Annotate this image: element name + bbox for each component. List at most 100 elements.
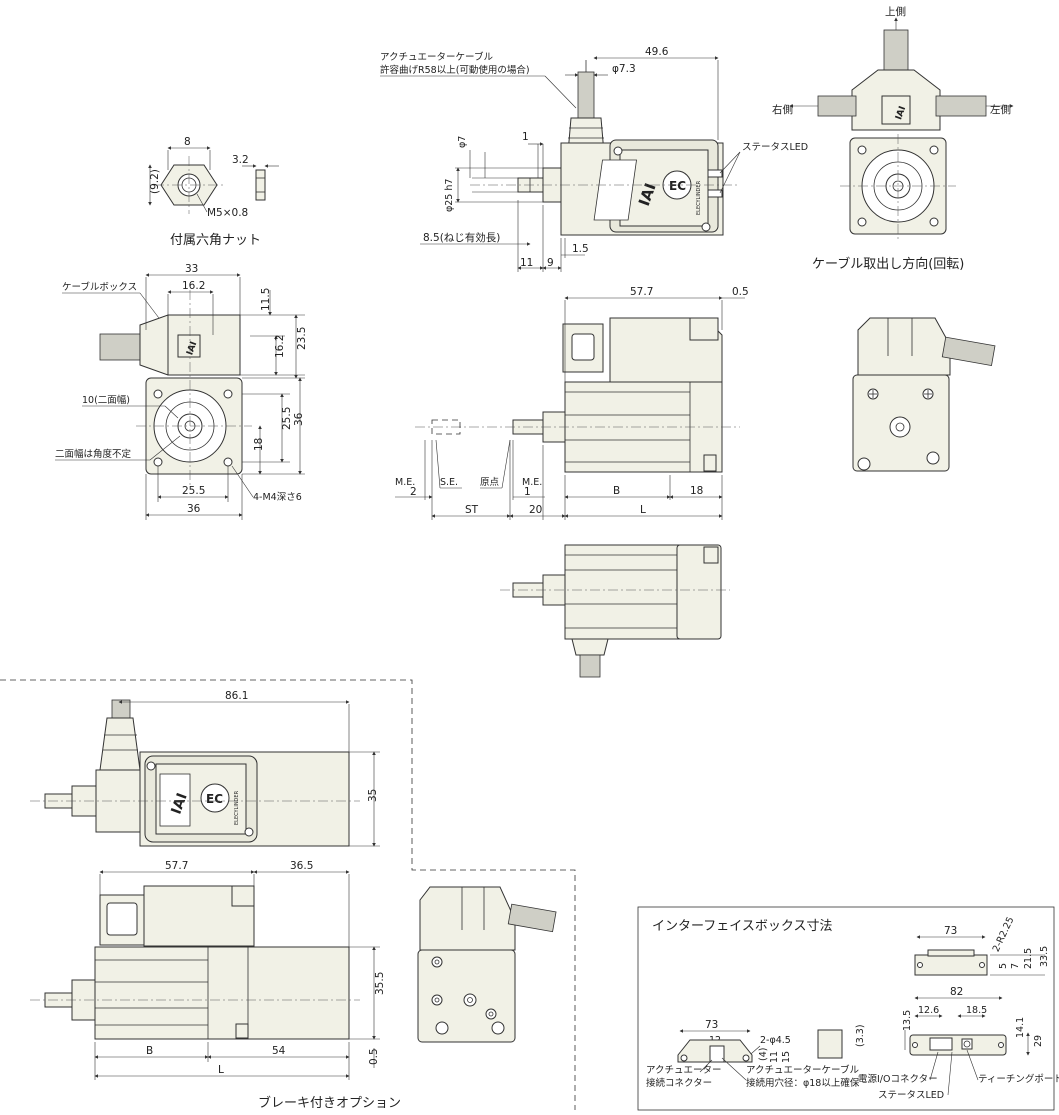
cable-direction-view: 上側 右側 左側 IAI ケーブル取出し方向(回転): [772, 5, 1014, 272]
bottom-side-view: [500, 544, 730, 678]
dim-ib-2r: 2-R2.25: [991, 915, 1017, 953]
dim-nut-width: 8: [184, 136, 191, 148]
label-up: 上側: [885, 5, 906, 18]
dim-ib-15: 15: [781, 1051, 792, 1063]
hex-nut-view: 8 (9.2) 3.2 M5×0.8 付属六角ナット: [148, 136, 279, 248]
callout-ib-connector2: 接続コネクター: [646, 1077, 712, 1089]
logo-iai-front: IAI: [185, 340, 199, 356]
dim-b: B: [613, 485, 620, 497]
dim-ib-141: 14.1: [1015, 1017, 1026, 1038]
main-side-view: 57.7 0.5 M.E. 2 S.E. 原点 M.E. 1 ST 20 B 1…: [395, 286, 749, 520]
dim-162: 16.2: [182, 280, 205, 292]
dim-235: 23.5: [296, 327, 308, 350]
label-me-left: M.E.: [395, 477, 415, 488]
dim-l: L: [640, 504, 646, 516]
label-se: S.E.: [440, 477, 458, 488]
dim-33: 33: [185, 263, 198, 275]
dim-11: 11: [520, 257, 533, 269]
dim-brake-05: 0.5: [368, 1048, 380, 1065]
dim-ib-7: 7: [1010, 963, 1021, 969]
dim-115: 11.5: [260, 288, 272, 311]
dim-brake-355: 35.5: [374, 972, 386, 995]
dim-ib-11: 11: [769, 1051, 780, 1063]
dim-1-top: 1: [522, 131, 529, 143]
callout-bend-radius: 許容曲げR58以上(可動使用の場合): [380, 64, 530, 76]
end-view: [852, 317, 996, 472]
dim-ib-33: (3.3): [855, 1024, 866, 1047]
cable-direction-title: ケーブル取出し方向(回転): [812, 256, 964, 272]
label-right: 右側: [772, 103, 793, 116]
logo-iai-brake: IAI: [168, 791, 190, 816]
dim-ib-135: 13.5: [902, 1010, 913, 1031]
logo-elecylinder-brake: ELECYLINDER: [234, 790, 240, 825]
dim-ib-4: (4): [758, 1048, 769, 1061]
dim-18v: 18: [253, 438, 265, 451]
dim-ib-335: 33.5: [1039, 946, 1050, 967]
interface-box-title: インターフェイスボックス寸法: [652, 919, 832, 934]
hex-nut-title: 付属六角ナット: [170, 233, 261, 248]
callout-ib-led: ステータスLED: [878, 1090, 944, 1101]
dim-255: 25.5: [182, 485, 205, 497]
dim-phi73: φ7.3: [612, 63, 636, 75]
logo-ec: EC: [669, 179, 686, 193]
dim-ib-73: 73: [705, 1019, 718, 1031]
dim-st: ST: [465, 504, 479, 516]
dim-18: 18: [690, 485, 703, 497]
dim-me-2: 2: [410, 486, 417, 498]
dim-15: 1.5: [572, 243, 589, 255]
dim-9: 9: [547, 257, 554, 269]
top-side-view: アクチュエーターケーブル 許容曲げR58以上(可動使用の場合) IAI EC E…: [380, 46, 808, 272]
brake-option-title: ブレーキ付きオプション: [258, 1095, 401, 1111]
dim-brake-b: B: [146, 1045, 153, 1057]
dim-brake-365: 36.5: [290, 860, 313, 872]
callout-status-led: ステータスLED: [742, 142, 808, 153]
dim-ib-82: 82: [950, 986, 963, 998]
nut-thread-label: M5×0.8: [207, 207, 248, 219]
callout-tapped-holes: 4-M4深さ6: [253, 492, 302, 503]
callout-ib-cable: アクチュエーターケーブル: [746, 1064, 859, 1076]
dim-ib-215: 21.5: [1023, 948, 1034, 969]
callout-flat-angle: 二面幅は角度不定: [55, 448, 132, 460]
dim-162v: 16.2: [274, 335, 286, 358]
interface-box: インターフェイスボックス寸法 73 2-R2.25 5 7 21.5 33.5 …: [637, 906, 1059, 1111]
dim-36: 36: [187, 503, 201, 515]
dim-ib-2phi: 2-φ4.5: [760, 1035, 791, 1046]
dim-me-1: 1: [524, 486, 531, 498]
dim-thread-length: 8.5(ねじ有効長): [423, 231, 500, 244]
dim-05: 0.5: [732, 286, 749, 298]
dim-nut-height: (9.2): [149, 169, 161, 194]
front-view: ケーブルボックス IAI 33 16.2 11.5 16.2 23.5: [55, 263, 308, 520]
dim-brake-577: 57.7: [165, 860, 188, 872]
dim-36v: 36: [293, 412, 305, 426]
callout-actuator-cable: アクチュエーターケーブル: [380, 51, 493, 63]
dim-phi25: φ25 h7: [444, 179, 455, 212]
dim-577: 57.7: [630, 286, 653, 298]
dim-ib-5: 5: [998, 963, 1009, 969]
dim-brake-861: 86.1: [225, 690, 248, 702]
dim-brake-l: L: [218, 1064, 224, 1076]
logo-iai-direction: IAI: [894, 105, 908, 121]
dim-ib-185: 18.5: [966, 1005, 987, 1016]
dim-ib-126: 12.6: [918, 1005, 939, 1016]
dim-496: 49.6: [645, 46, 669, 58]
callout-ib-teaching: ティーチングポート: [978, 1073, 1059, 1085]
dim-20: 20: [529, 504, 542, 516]
callout-ib-cable-hole: 接続用穴径：φ18以上確保: [746, 1077, 860, 1089]
label-left: 左側: [990, 103, 1011, 116]
dim-ib-29: 29: [1033, 1035, 1044, 1047]
dim-255v: 25.5: [281, 407, 293, 430]
brake-option: IAI EC ELECYLINDER 86.1 35 57.7: [0, 679, 576, 1111]
dim-ib-73-top: 73: [944, 925, 957, 937]
dim-brake-35: 35: [367, 789, 379, 802]
label-me-right: M.E.: [522, 477, 542, 488]
logo-elecylinder: ELECYLINDER: [696, 180, 702, 215]
logo-ec-brake: EC: [206, 792, 223, 806]
callout-two-flat: 10(二面幅): [82, 394, 130, 406]
label-origin: 原点: [480, 477, 500, 488]
dim-brake-54: 54: [272, 1045, 286, 1057]
dim-phi7: φ7: [457, 136, 468, 148]
callout-cable-box: ケーブルボックス: [62, 281, 137, 293]
dim-nut-thickness: 3.2: [232, 154, 249, 166]
callout-ib-power: 電源I/Oコネクター: [858, 1074, 938, 1085]
